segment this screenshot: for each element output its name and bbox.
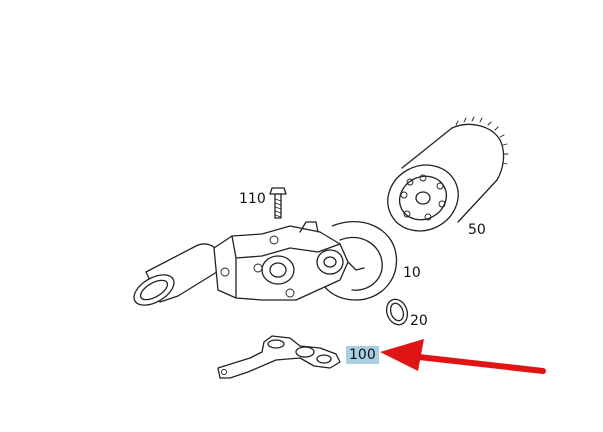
part-label-20: 20 bbox=[410, 313, 428, 329]
part-label-10: 10 bbox=[403, 265, 421, 281]
sealing-ring-drawing bbox=[385, 298, 409, 326]
oil-filter-drawing bbox=[387, 116, 509, 232]
part-label-110: 110 bbox=[239, 191, 266, 207]
part-label-100-highlighted: 100 bbox=[346, 346, 379, 364]
bolt-drawing bbox=[269, 187, 287, 219]
gasket-drawing bbox=[217, 335, 341, 379]
oil-pump-housing-drawing bbox=[133, 221, 398, 306]
red-arrow bbox=[380, 339, 546, 374]
part-label-50: 50 bbox=[468, 222, 486, 238]
